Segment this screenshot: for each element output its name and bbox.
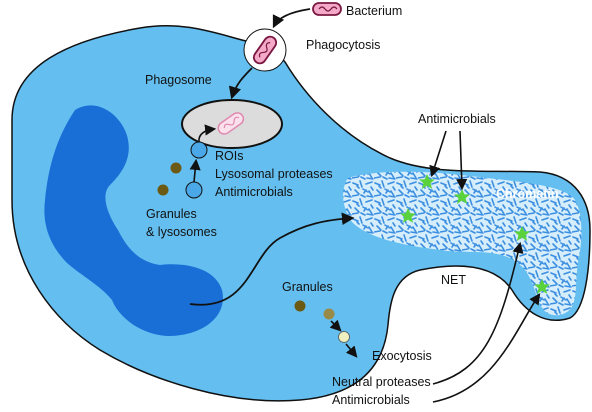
arrow-neutral-proteases-to-net xyxy=(432,241,524,385)
label-net: NET xyxy=(441,273,466,287)
antimicrobial-star xyxy=(454,189,470,204)
bacterium-icon xyxy=(312,2,342,16)
arrow-antimicrobials-to-net xyxy=(432,293,541,403)
lysosome-vesicle xyxy=(190,141,208,159)
arrow-bacterium-to-vesicle xyxy=(272,8,311,29)
label-granules-lysosomes-2: & lysosomes xyxy=(146,225,217,239)
label-phagocytosis: Phagocytosis xyxy=(306,38,380,52)
granule-dark xyxy=(157,184,169,196)
label-rois: ROIs xyxy=(215,149,243,163)
label-antimicrobials-inner: Antimicrobials xyxy=(215,185,293,199)
arrow-antimicrobials-to-star-1 xyxy=(429,130,447,178)
label-granules: Granules xyxy=(282,280,333,294)
bacterium-in-phagosome xyxy=(217,112,245,135)
label-neutral-proteases: Neutral proteases xyxy=(332,375,431,389)
antimicrobial-star xyxy=(419,174,435,189)
label-exocytosis: Exocytosis xyxy=(372,349,432,363)
lysosome-vesicle xyxy=(185,181,203,199)
label-granules-lysosomes-1: Granules xyxy=(146,207,197,221)
arrow-granule-to-exocytosis-2 xyxy=(345,343,358,358)
bacterium-in-vesicle xyxy=(252,35,278,65)
label-phagosome: Phagosome xyxy=(145,73,212,87)
nucleus xyxy=(44,105,223,337)
antimicrobial-star xyxy=(400,208,416,223)
label-lysosomal-proteases: Lysosomal proteases xyxy=(215,167,333,181)
label-antimicrobials-bottom: Antimicrobials xyxy=(332,393,410,407)
label-bacterium: Bacterium xyxy=(346,4,402,18)
antimicrobial-star xyxy=(514,226,530,241)
granule-mid xyxy=(323,308,335,320)
antimicrobial-star xyxy=(534,279,550,294)
arrow-nucleus-to-chromatin xyxy=(189,212,355,306)
chromatin-net xyxy=(343,171,582,316)
arrow-granule-to-exocytosis-1 xyxy=(329,319,342,332)
label-antimicrobials-top: Antimicrobials xyxy=(418,112,496,126)
granule-dark xyxy=(170,162,182,174)
label-chromatin: Chromatin xyxy=(496,187,559,201)
arrow-antimicrobials-to-star-2 xyxy=(456,130,468,191)
granule-dark xyxy=(294,300,306,312)
arrow-vesicle-up xyxy=(189,158,201,183)
arrow-vesicle-to-phagosome-fusion xyxy=(198,124,217,143)
arrow-vesicle-to-phagosome xyxy=(228,67,253,100)
granule-light xyxy=(338,331,350,343)
